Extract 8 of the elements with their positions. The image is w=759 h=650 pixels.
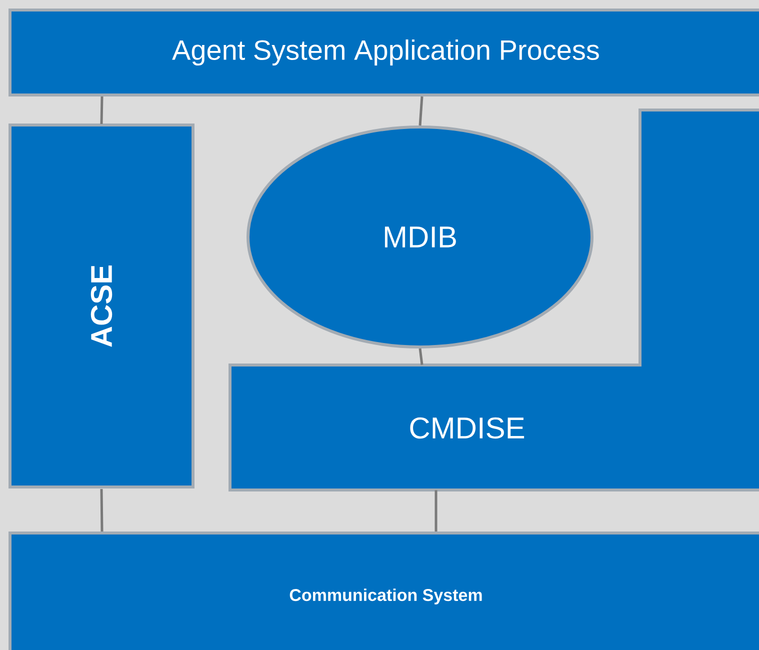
connector-line: [100, 488, 104, 532]
system-box: Communication System: [8, 532, 759, 650]
connector-line: [434, 490, 438, 532]
header-box: Agent System Application Process: [8, 8, 759, 96]
connector-line: [418, 348, 424, 365]
connector-line: [418, 96, 424, 126]
connector-line: [100, 96, 104, 124]
module-box: ACSE: [8, 124, 194, 488]
